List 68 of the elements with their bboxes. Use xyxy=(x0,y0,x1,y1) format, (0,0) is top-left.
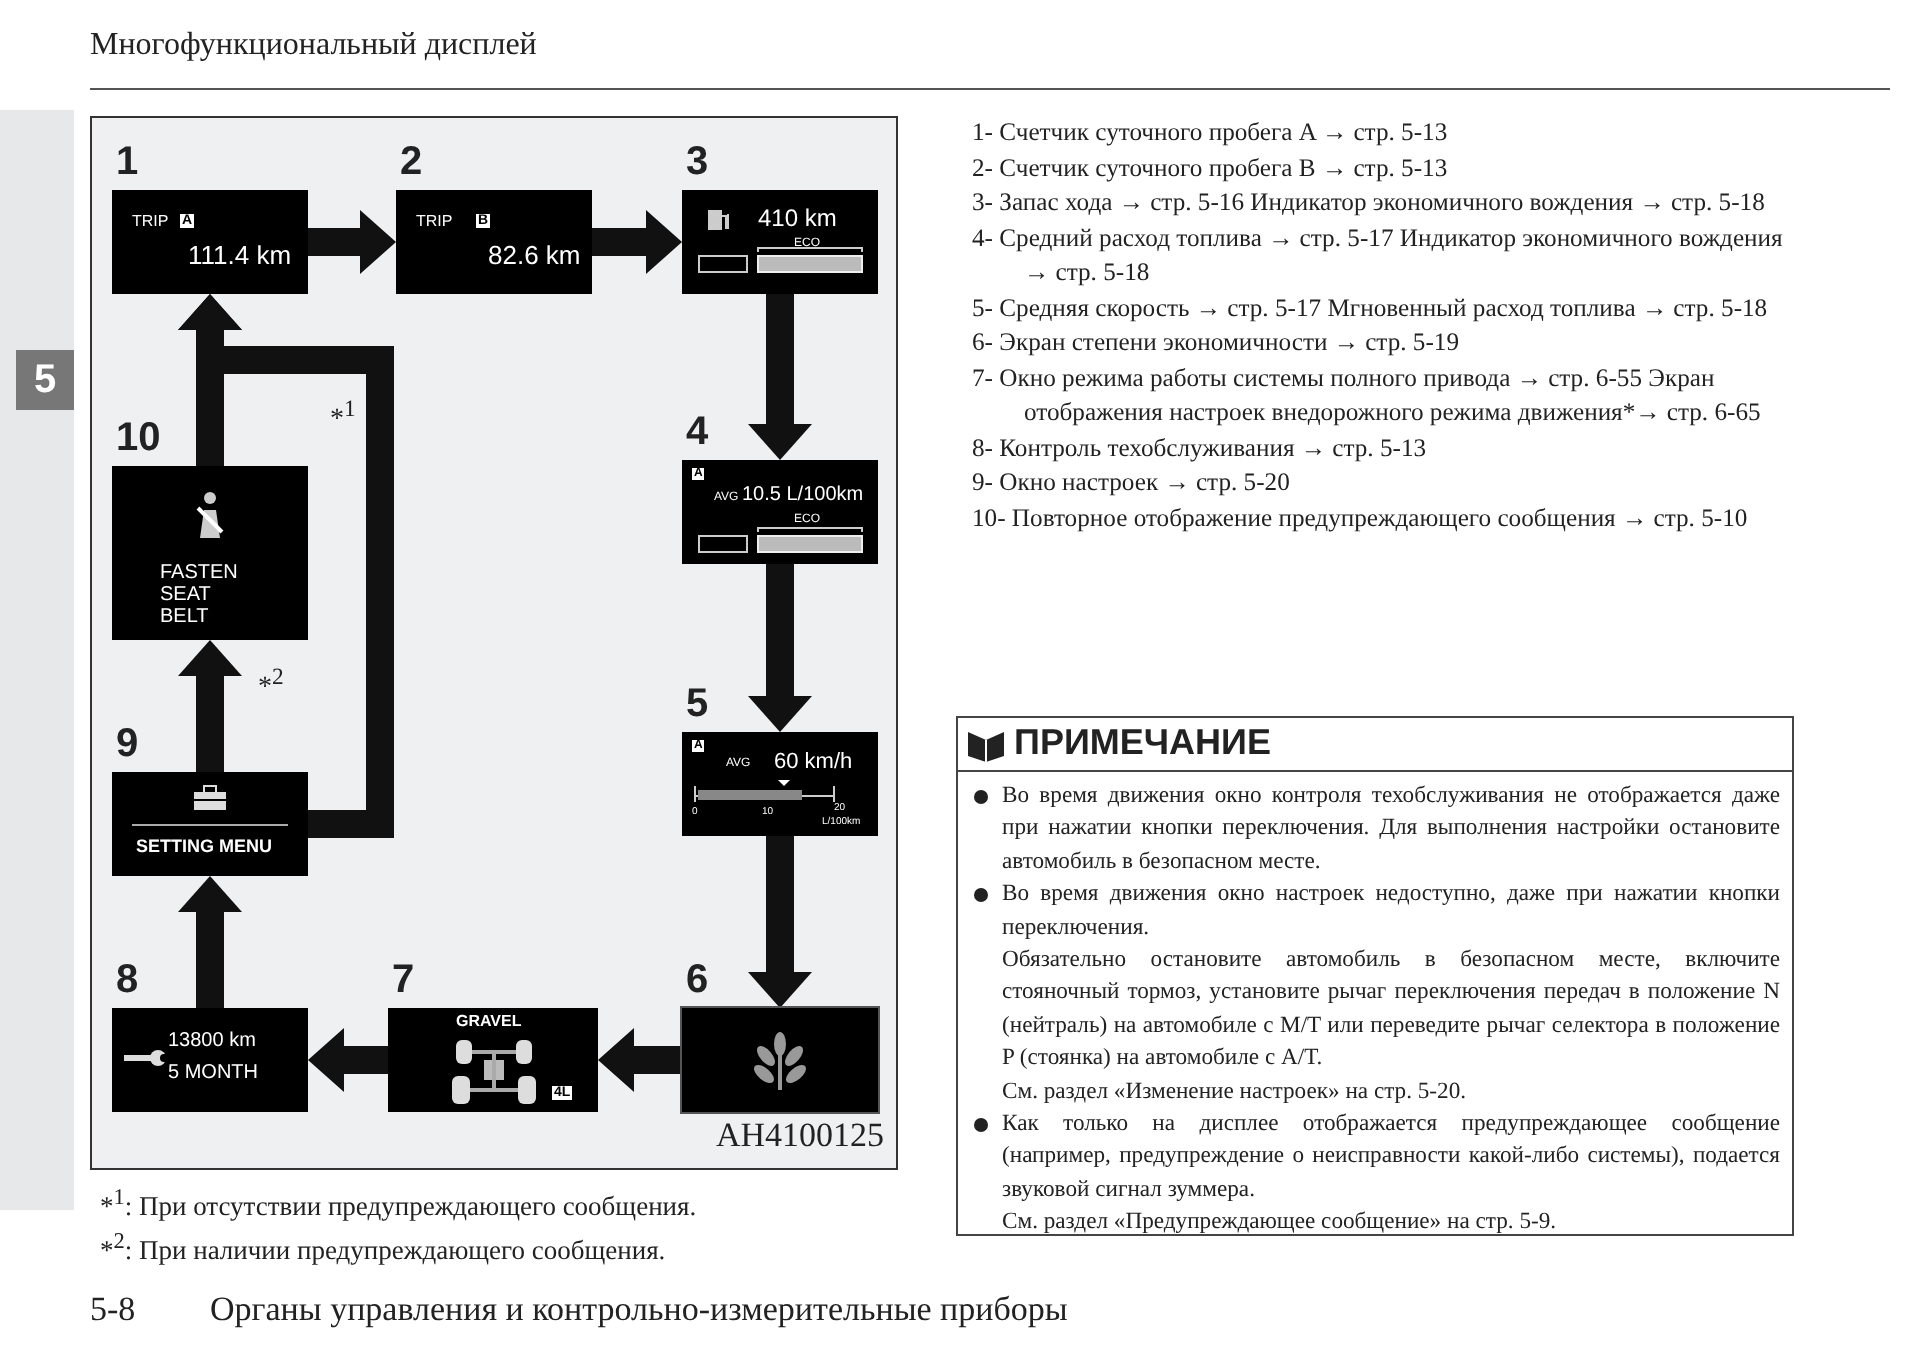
screen-text: GRAVEL xyxy=(456,1014,522,1032)
note-heading: ПРИМЕЧАНИЕ xyxy=(1014,722,1271,764)
display-screen xyxy=(682,1008,878,1112)
block-arrow xyxy=(178,640,242,772)
note-paragraph: Во время движения окно настроек недоступно, даже при нажатии кнопки переключения. xyxy=(1002,878,1780,945)
display-screen xyxy=(396,190,592,294)
list-item: 6- Экран степени экономичности → стр. 5-19 xyxy=(972,326,1462,360)
page-footer: Органы управления и контрольно-измерительные приборы xyxy=(210,1290,1068,1330)
screen-number: 10 xyxy=(116,418,161,458)
display-screen xyxy=(112,1008,308,1112)
note-paragraph: См. раздел «Изменение настроек» на стр. 5-20. xyxy=(1002,1075,1469,1108)
screen-text: 410 km xyxy=(758,206,837,233)
note-paragraph: Как только на дисплее отображается предупреждающее сообщение (например, предупреждение о неисправности какой-либо системы), подается звуковой сигнал зуммера. xyxy=(1002,1108,1780,1207)
block-arrow xyxy=(598,1028,682,1092)
page-header: Многофункциональный дисплей xyxy=(90,28,537,64)
list-item: 8- Контроль техобслуживания → стр. 5-13 xyxy=(972,431,1429,466)
screen-text: TRIP xyxy=(416,214,453,232)
screen-number: 1 xyxy=(116,142,139,182)
block-arrow xyxy=(178,294,242,466)
display-screen xyxy=(112,466,308,640)
screen-text: 10.5 L/100km xyxy=(742,484,864,506)
screen-text: 111.4 km xyxy=(188,242,292,271)
note-paragraph: Во время движения окно контроля техобслуживания не отображается даже при нажатии кнопки переключения. Для выполнения настройки остановите автомобиль в безопасном месте. xyxy=(1002,780,1780,879)
screen-number: 2 xyxy=(400,142,423,182)
list-item: 3- Запас хода → стр. 5-16 Индикатор экономичного вождения → стр. 5-18 xyxy=(972,186,1767,220)
screen-text: 60 km/h xyxy=(774,750,853,775)
block-arrow xyxy=(178,876,242,1008)
list-item: 5- Средняя скорость → стр. 5-17 Мгновенный расход топлива → стр. 5-18 xyxy=(972,291,1770,326)
screen-number: 9 xyxy=(116,724,139,764)
note-box xyxy=(956,716,1794,1236)
note-paragraph: См. раздел «Предупреждающее сообщение» на стр. 5-9. xyxy=(1002,1206,1559,1239)
list-item: 10- Повторное отображение предупреждающего сообщения → стр. 5-10 xyxy=(972,501,1750,536)
screen-text: TRIP xyxy=(132,214,169,232)
screen-number: 8 xyxy=(116,960,139,1000)
display-screen xyxy=(388,1008,598,1112)
block-arrow xyxy=(748,564,812,732)
display-screen xyxy=(112,772,308,876)
footnote: *$^{2}$: При наличии предупреждающего сообщения. xyxy=(100,1230,666,1267)
display-screen xyxy=(682,460,878,564)
block-arrow xyxy=(308,210,396,274)
list-item: 2- Счетчик суточного пробега B → стр. 5-13 xyxy=(972,151,1450,186)
display-screen xyxy=(682,190,878,294)
screen-text: FASTEN SEAT BELT xyxy=(160,562,240,628)
list-item: 9- Окно настроек → стр. 5-20 xyxy=(972,466,1292,500)
screen-number: 3 xyxy=(686,142,709,182)
block-arrow xyxy=(748,836,812,1008)
screen-text: 13800 km xyxy=(168,1030,256,1052)
footnote: *$^{1}$: При отсутствии предупреждающего сообщения. xyxy=(100,1186,697,1223)
screen-text: SETTING MENU xyxy=(136,838,273,858)
screen-number: 5 xyxy=(686,684,709,724)
block-arrow xyxy=(748,294,812,460)
screen-number: 4 xyxy=(686,412,709,452)
screen-number: 7 xyxy=(392,960,415,1000)
display-screen xyxy=(682,732,878,836)
screen-text: 5 MONTH xyxy=(168,1062,258,1084)
screen-number: 6 xyxy=(686,960,709,1000)
figure-panel xyxy=(90,116,898,1170)
display-screen xyxy=(112,190,308,294)
chapter-tab: 5 xyxy=(16,350,74,410)
note-paragraph: Обязательно остановите автомобиль в безопасном месте, включите стояночный тормоз, установите рычаг переключения передач в положение N (нейтраль) на автомобиле с M/T или переведите рычаг селектора в положение P (стоянка) на автомобиле с A/T. xyxy=(1002,944,1780,1075)
page-number: 5-8 xyxy=(90,1290,136,1330)
block-arrow xyxy=(308,1028,388,1092)
figure-code: AH4100125 xyxy=(715,1116,884,1156)
screen-text: 82.6 km xyxy=(488,242,581,271)
list-item: 1- Счетчик суточного пробега A → стр. 5-13 xyxy=(972,116,1450,150)
block-arrow xyxy=(592,210,682,274)
list-item: 7- Окно режима работы системы полного привода → стр. 6-55 Экран отображения настроек внедорожного режима движения*→ стр. 6-65 xyxy=(972,361,1763,430)
list-item: 4- Средний расход топлива → стр. 5-17 Индикатор экономичного вождения → стр. 5-18 xyxy=(972,221,1785,290)
